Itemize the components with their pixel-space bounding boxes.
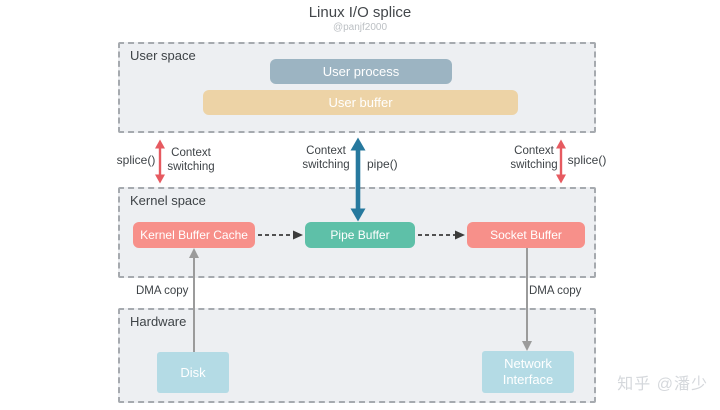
socket-buffer-node: Socket Buffer	[467, 222, 585, 248]
splice-label-left: splice()	[116, 153, 156, 167]
user-space-label: User space	[130, 48, 196, 63]
user-process-node: User process	[270, 59, 452, 84]
context-switching-label-left: Context switching	[167, 147, 215, 174]
pipe-buffer-node: Pipe Buffer	[305, 222, 415, 248]
disk-node: Disk	[157, 352, 229, 393]
pipe-label: pipe()	[367, 157, 398, 171]
page-title: Linux I/O splice	[308, 4, 412, 21]
kernel-space-label: Kernel space	[130, 193, 206, 208]
dma-copy-label-right: DMA copy	[529, 285, 582, 297]
zhihu-watermark: 知乎 @潘少	[617, 376, 708, 393]
network-interface-node: Network Interface	[482, 351, 574, 393]
user-buffer-node: User buffer	[203, 90, 518, 115]
context-switching-label-middle: Context switching	[302, 145, 350, 172]
splice-label-right: splice()	[567, 153, 607, 167]
author-handle: @panjf2000	[332, 22, 388, 33]
hardware-label: Hardware	[130, 314, 187, 329]
user-space-region: User space	[118, 42, 596, 133]
context-switching-label-right: Context switching	[510, 145, 558, 172]
dma-copy-label-left: DMA copy	[136, 285, 189, 297]
kernel-buffer-cache-node: Kernel Buffer Cache	[133, 222, 255, 248]
